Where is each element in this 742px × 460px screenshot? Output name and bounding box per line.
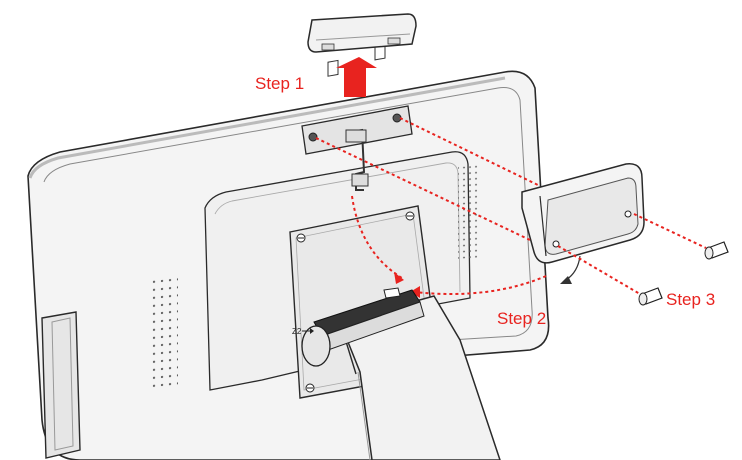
curved-guide-right [413,275,547,295]
cable [345,128,369,191]
bracket-screw-hole-right [392,113,402,123]
guide-arrowhead-right [410,286,420,298]
screw-icon-lower [638,287,663,306]
mount-screw-bottom-left [305,383,315,393]
guide-lines [315,117,707,295]
guide-line-bracket-to-module [399,117,541,187]
port-mark: Z2 [292,327,302,336]
module-screw-hole-right [624,210,632,218]
top-cover-removed [307,13,417,53]
side-grip-panel [41,311,81,459]
up-arrow-icon [336,57,377,97]
step-1-label: Step 1 [255,74,305,93]
stand-hinge: Z2 [292,287,425,367]
screw-icon [704,241,729,260]
hinge-knob [301,325,331,367]
step-2-label: Step 2 [497,309,547,328]
vent-grille-right [458,164,478,262]
accessory-module [521,163,645,284]
module-screw-hole-left [552,240,560,248]
guide-arrowhead-left [394,272,404,284]
vent-grille-left [148,275,178,391]
mount-screw-top-left [296,233,306,243]
bracket-screw-hole-left [308,132,318,142]
mount-screw-top-right [405,211,415,221]
stand-arm [338,295,501,460]
guide-line-module-to-screw-bottom [557,245,641,295]
step-3-label: Step 3 [666,290,716,309]
guide-line-module-to-screw-top [633,213,707,249]
